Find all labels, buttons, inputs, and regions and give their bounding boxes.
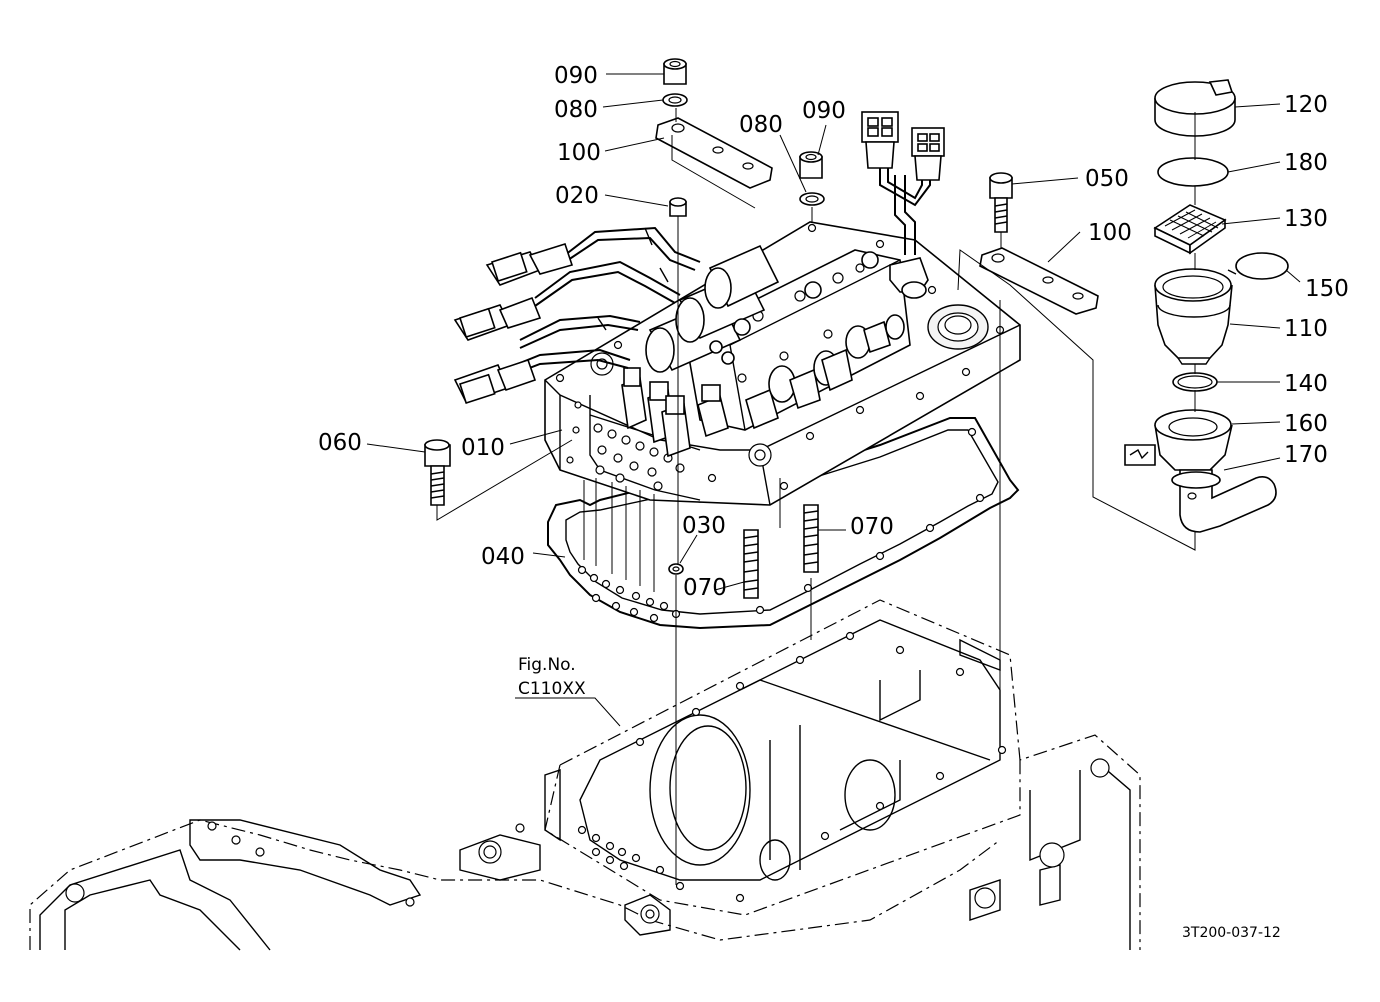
plate-side-holes: [566, 401, 685, 491]
callout-070-right: 070: [850, 514, 894, 540]
nut-090-left: [663, 58, 687, 85]
callout-010: 010: [461, 435, 505, 461]
drawing-number: 3T200-037-12: [1182, 925, 1281, 941]
callout-170: 170: [1284, 442, 1328, 468]
callout-060: 060: [318, 430, 362, 456]
callout-030: 030: [682, 513, 726, 539]
callout-080-right: 080: [739, 112, 783, 138]
callout-040: 040: [481, 544, 525, 570]
disc-180: [1157, 157, 1229, 187]
callout-050: 050: [1085, 166, 1129, 192]
solenoid-valve-block: [621, 244, 929, 458]
callout-090-right: 090: [802, 98, 846, 124]
filter-case-110: [1154, 268, 1237, 365]
electrical-connectors: [453, 111, 945, 405]
fig-code: C110XX: [518, 679, 586, 699]
washer-080-left: [662, 93, 688, 107]
filter-assembly: [1124, 79, 1289, 533]
bracket-100-right: [979, 247, 1099, 315]
nut-090-right: [799, 151, 823, 179]
washer-080-right: [799, 192, 825, 206]
callout-080-left: 080: [554, 97, 598, 123]
assembly-lines: [436, 108, 1196, 885]
transmission-case: [29, 599, 1141, 951]
pressure-switches: [621, 251, 905, 458]
studs-070: [743, 504, 819, 599]
filter-base-160: [1124, 409, 1233, 471]
bracket-100-left: [655, 117, 773, 189]
plug-020: [669, 197, 687, 217]
plate-top-holes: [555, 223, 1005, 491]
callout-140: 140: [1284, 371, 1328, 397]
disc-150: [1235, 252, 1289, 280]
callout-150: 150: [1305, 276, 1349, 302]
callout-160: 160: [1284, 411, 1328, 437]
callout-090-left: 090: [554, 63, 598, 89]
callout-130: 130: [1284, 206, 1328, 232]
callout-100-right: 100: [1088, 220, 1132, 246]
callout-100-left: 100: [557, 140, 601, 166]
callout-labels: 090 080 100 020 080 090 050 100 120 180 …: [318, 63, 1349, 941]
fig-label: Fig.No.: [518, 655, 576, 675]
hose-170: [1171, 469, 1277, 533]
o-ring-140: [1172, 372, 1218, 392]
callout-110: 110: [1284, 316, 1328, 342]
solenoid-cylinders: [645, 244, 780, 373]
bolt-060: [424, 439, 451, 506]
o-ring-030: [668, 563, 684, 575]
filter-element-130: [1153, 204, 1227, 255]
leader-lines: [366, 73, 1301, 727]
callout-070-left: 070: [683, 575, 727, 601]
case-flange-holes: [577, 631, 1007, 903]
callout-180: 180: [1284, 150, 1328, 176]
callout-020: 020: [555, 183, 599, 209]
callout-120: 120: [1284, 92, 1328, 118]
bolt-050: [989, 172, 1013, 233]
